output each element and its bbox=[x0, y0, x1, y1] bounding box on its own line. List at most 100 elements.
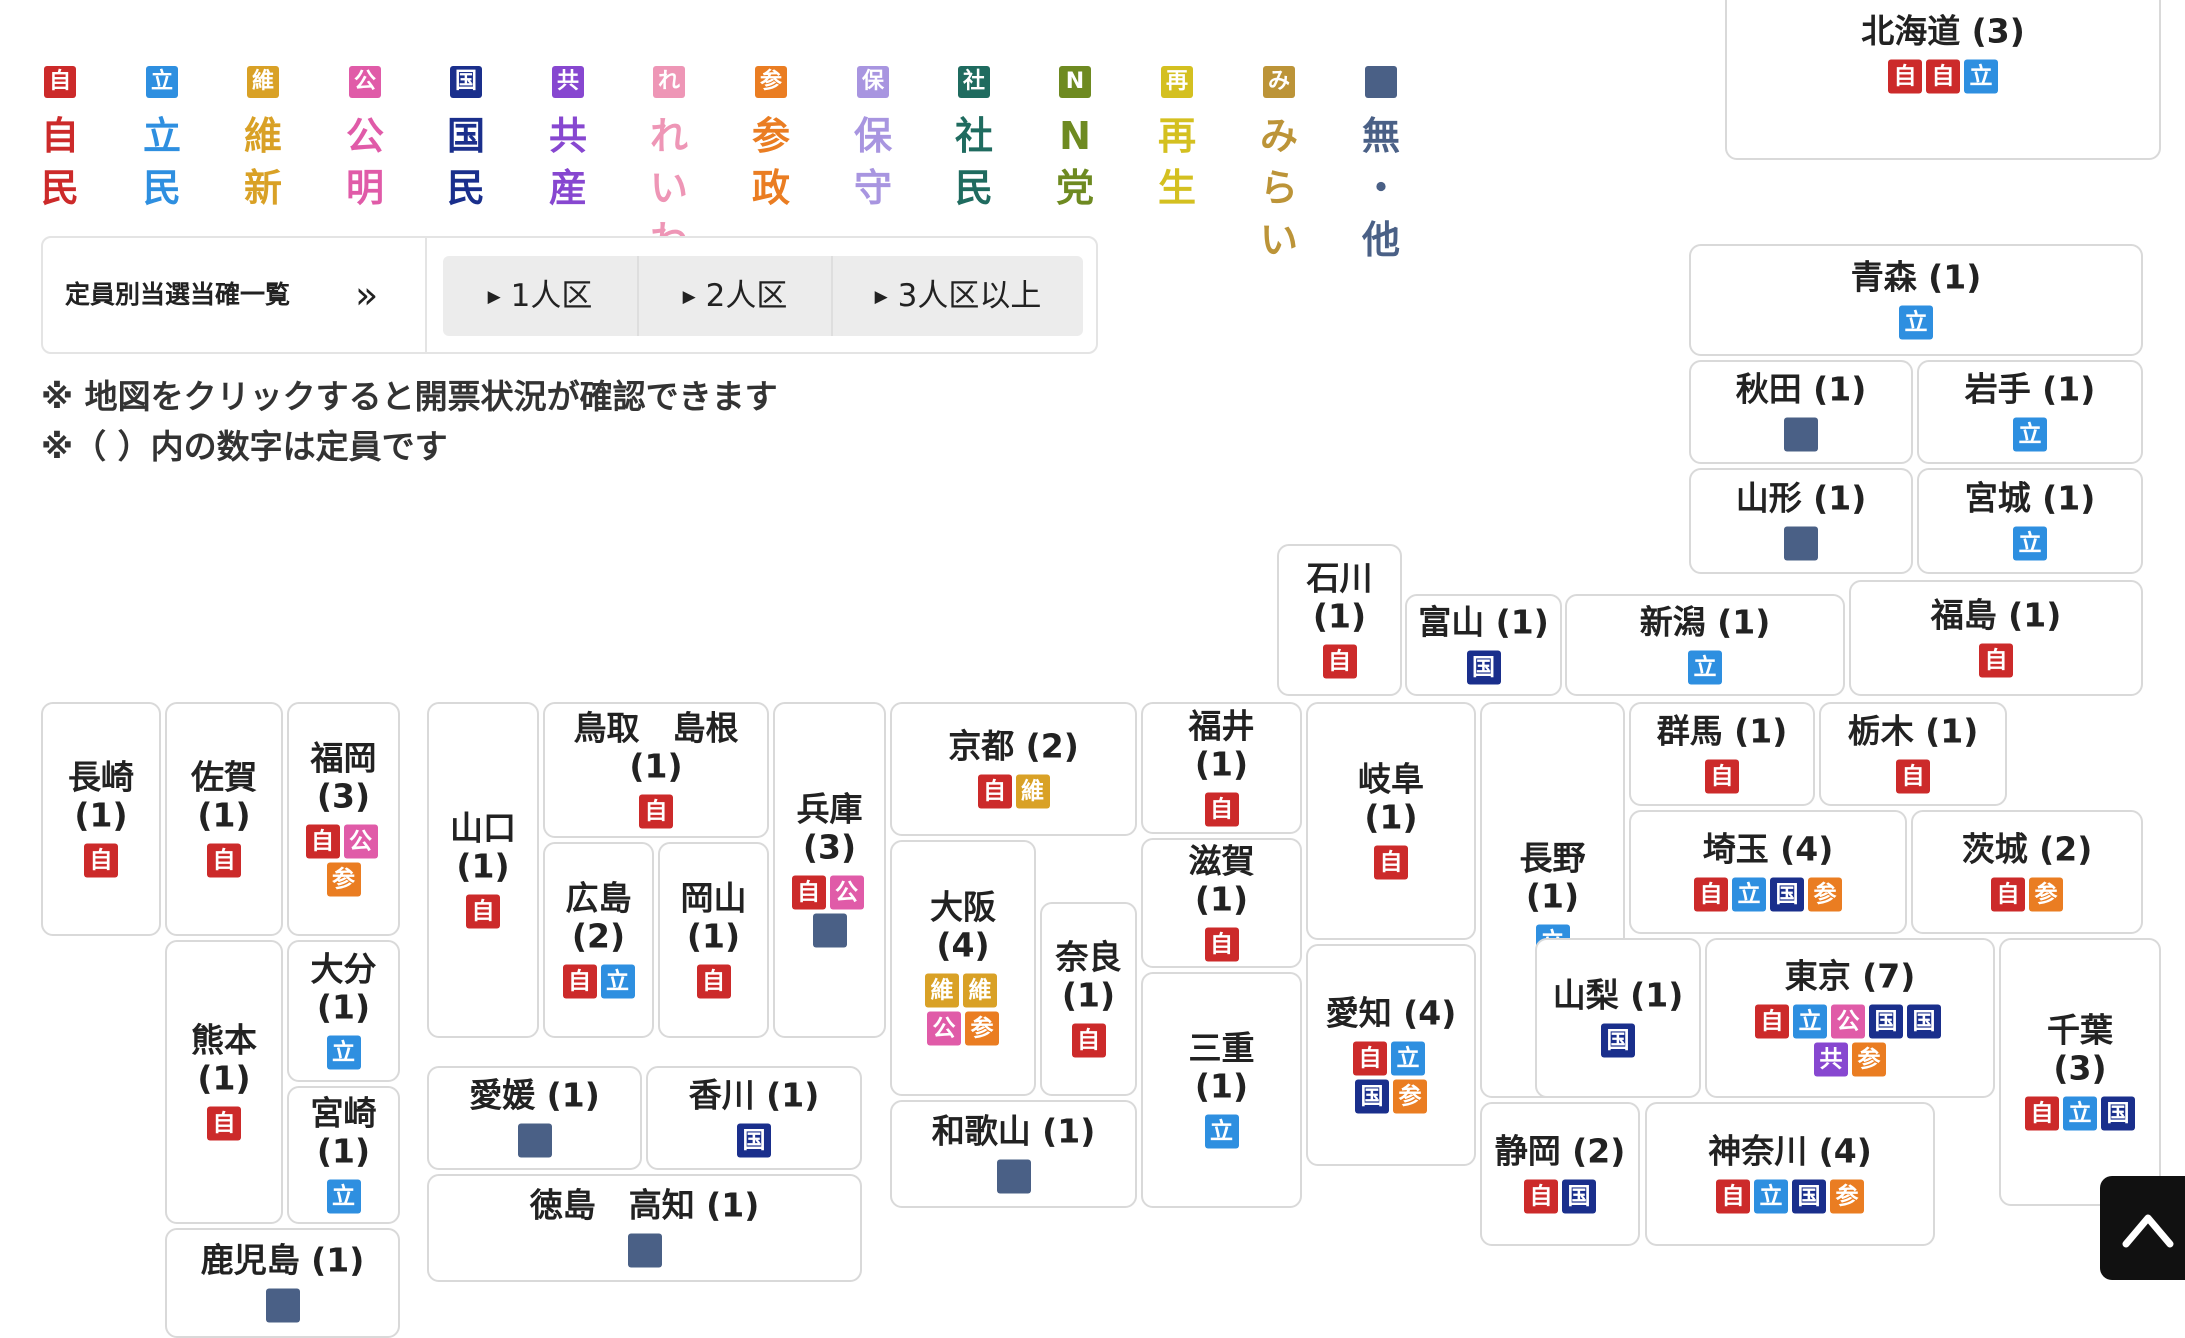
tab-2-seat[interactable]: ▶2人区 bbox=[639, 256, 831, 336]
prefecture-kagoshima[interactable]: 鹿児島 (1) bbox=[165, 1228, 400, 1338]
prefecture-osaka[interactable]: 大阪 (4)維維公参 bbox=[890, 840, 1036, 1096]
prefecture-kagawa[interactable]: 香川 (1)国 bbox=[646, 1066, 862, 1170]
prefecture-content: 千葉 (3)自立国 bbox=[2001, 1011, 2159, 1133]
prefecture-iwate[interactable]: 岩手 (1)立 bbox=[1917, 360, 2143, 464]
prefecture-name: 岡山 (1) bbox=[680, 878, 747, 956]
prefecture-aichi[interactable]: 愛知 (4)自立国参 bbox=[1306, 944, 1476, 1166]
prefecture-content: 宮城 (1)立 bbox=[1919, 479, 2141, 563]
prefecture-kumamoto[interactable]: 熊本 (1)自 bbox=[165, 940, 283, 1224]
winner-badge-sansei: 参 bbox=[1808, 877, 1842, 912]
winner-badges: 自 bbox=[545, 793, 767, 831]
prefecture-mie[interactable]: 三重 (1) 立 bbox=[1141, 972, 1302, 1208]
prefecture-kyoto[interactable]: 京都 (2)自維 bbox=[890, 702, 1137, 836]
prefecture-shiga[interactable]: 滋賀 (1)自 bbox=[1141, 838, 1302, 968]
winner-badges bbox=[892, 1158, 1135, 1196]
prefecture-hyogo[interactable]: 兵庫 (3)自公 bbox=[773, 702, 886, 1038]
prefecture-aomori[interactable]: 青森 (1)立 bbox=[1689, 244, 2143, 356]
prefecture-tokushima_kochi[interactable]: 徳島 高知 (1) bbox=[427, 1174, 862, 1282]
prefecture-name: 神奈川 (4) bbox=[1708, 1131, 1872, 1171]
winner-badges: 立 bbox=[1691, 304, 2141, 342]
winner-badge-sansei: 参 bbox=[2029, 877, 2063, 912]
prefecture-content: 富山 (1)国 bbox=[1407, 602, 1560, 687]
prefecture-name: 新潟 (1) bbox=[1639, 602, 1771, 642]
legend-party-name: 再 生 bbox=[1157, 114, 1196, 210]
winner-badge-dpfp: 国 bbox=[1355, 1079, 1389, 1114]
winner-badge-cdp: 立 bbox=[1204, 1114, 1239, 1149]
prefecture-name: 福井 (1) bbox=[1188, 706, 1255, 784]
winner-badge-ld: 自 bbox=[1322, 644, 1357, 679]
prefecture-content: 茨城 (2)自参 bbox=[1913, 830, 2141, 914]
prefecture-nara[interactable]: 奈良 (1)自 bbox=[1040, 902, 1137, 1096]
prefecture-miyagi[interactable]: 宮城 (1)立 bbox=[1917, 468, 2143, 574]
winner-badges: 自 bbox=[167, 842, 281, 880]
prefecture-name: 富山 (1) bbox=[1418, 602, 1549, 642]
prefecture-content: 佐賀 (1)自 bbox=[167, 758, 281, 880]
prefecture-saitama[interactable]: 埼玉 (4)自立国参 bbox=[1629, 810, 1907, 934]
prefecture-fukushima[interactable]: 福島 (1)自 bbox=[1849, 580, 2143, 696]
winner-badges: 自 bbox=[1143, 926, 1300, 964]
winner-badges: 国 bbox=[1537, 1022, 1699, 1060]
prefecture-content: 兵庫 (3)自公 bbox=[775, 790, 884, 950]
prefecture-tokyo[interactable]: 東京 (7) 自立公国国共参 bbox=[1705, 938, 1995, 1098]
prefecture-tottori_shimane[interactable]: 鳥取 島根 (1)自 bbox=[543, 702, 769, 838]
prefecture-name: 三重 (1) bbox=[1188, 1028, 1255, 1106]
prefecture-niigata[interactable]: 新潟 (1)立 bbox=[1565, 594, 1845, 696]
winner-badges: 自国 bbox=[1482, 1178, 1638, 1216]
tab-1-seat[interactable]: ▶1人区 bbox=[443, 256, 637, 336]
prefecture-ishikawa[interactable]: 石川 (1)自 bbox=[1277, 544, 1402, 696]
prefecture-yamagata[interactable]: 山形 (1) bbox=[1689, 468, 1913, 574]
winner-badge-sansei: 参 bbox=[326, 862, 361, 897]
prefecture-saga[interactable]: 佐賀 (1)自 bbox=[165, 702, 283, 936]
prefecture-yamanashi[interactable]: 山梨 (1)国 bbox=[1535, 938, 1701, 1098]
winner-badges: 自立公国国共参 bbox=[1707, 1003, 1993, 1079]
prefecture-nagasaki[interactable]: 長崎 (1)自 bbox=[41, 702, 161, 936]
prefecture-name: 岩手 (1) bbox=[1964, 369, 2096, 409]
prefecture-name: 愛媛 (1) bbox=[469, 1075, 600, 1115]
prefecture-yamaguchi[interactable]: 山口 (1)自 bbox=[427, 702, 539, 1038]
legend-item-sansei: 参参 政 bbox=[741, 66, 801, 214]
prefecture-content: 香川 (1)国 bbox=[648, 1075, 860, 1160]
prefecture-fukui[interactable]: 福井 (1)自 bbox=[1141, 702, 1302, 834]
prefecture-wakayama[interactable]: 和歌山 (1) bbox=[890, 1100, 1137, 1208]
scroll-to-top-button[interactable] bbox=[2100, 1176, 2185, 1280]
prefecture-okayama[interactable]: 岡山 (1)自 bbox=[658, 842, 769, 1038]
legend-item-dpfp: 国国 民 bbox=[436, 66, 496, 214]
prefecture-akita[interactable]: 秋田 (1) bbox=[1689, 360, 1913, 464]
winner-badge-jcp: 共 bbox=[1814, 1042, 1848, 1077]
prefecture-toyama[interactable]: 富山 (1)国 bbox=[1405, 594, 1562, 696]
prefecture-hiroshima[interactable]: 広島 (2)自立 bbox=[543, 842, 654, 1038]
winner-badges: 自 bbox=[1851, 642, 2141, 680]
prefecture-content: 三重 (1) 立 bbox=[1143, 1028, 1300, 1151]
legend-item-saisei: 再再 生 bbox=[1147, 66, 1207, 214]
legend-party-name: 維 新 bbox=[243, 114, 282, 210]
winner-badges: 立 bbox=[1143, 1113, 1300, 1151]
prefecture-gunma[interactable]: 群馬 (1)自 bbox=[1629, 702, 1815, 806]
prefecture-shizuoka[interactable]: 静岡 (2)自国 bbox=[1480, 1102, 1640, 1246]
prefecture-tochigi[interactable]: 栃木 (1)自 bbox=[1819, 702, 2007, 806]
tab-3plus-seat[interactable]: ▶3人区以上 bbox=[833, 256, 1083, 336]
winner-badges: 自 bbox=[43, 842, 159, 880]
prefecture-name: 愛知 (4) bbox=[1325, 993, 1457, 1033]
winner-badges: 自立国 bbox=[2001, 1095, 2159, 1133]
prefecture-content: 山形 (1) bbox=[1691, 479, 1911, 563]
prefecture-ibaraki[interactable]: 茨城 (2)自参 bbox=[1911, 810, 2143, 934]
prefecture-oita[interactable]: 大分 (1)立 bbox=[287, 940, 400, 1082]
prefecture-name: 東京 (7) bbox=[1784, 956, 1916, 996]
prefecture-chiba[interactable]: 千葉 (3)自立国 bbox=[1999, 938, 2161, 1206]
prefecture-content: 愛知 (4)自立国参 bbox=[1308, 993, 1474, 1116]
prefecture-kanagawa[interactable]: 神奈川 (4)自立国参 bbox=[1645, 1102, 1935, 1246]
prefecture-miyazaki[interactable]: 宮崎 (1)立 bbox=[287, 1086, 400, 1224]
prefecture-ehime[interactable]: 愛媛 (1) bbox=[427, 1066, 642, 1170]
prefecture-content: 広島 (2)自立 bbox=[545, 879, 652, 1001]
prefecture-content: 福岡 (3)自公参 bbox=[289, 739, 398, 899]
legend-badge: 公 bbox=[349, 66, 381, 98]
prefecture-hokkaido[interactable]: 北海道 (3)自自立 bbox=[1725, 0, 2161, 160]
prefecture-gifu[interactable]: 岐阜 (1)自 bbox=[1306, 702, 1476, 940]
winner-badge-dpfp: 国 bbox=[1792, 1179, 1826, 1214]
winner-badges: 自維 bbox=[892, 773, 1135, 811]
prefecture-name: 香川 (1) bbox=[688, 1075, 820, 1115]
prefecture-content: 京都 (2)自維 bbox=[892, 727, 1135, 811]
legend-item-mirai: みみ ら い bbox=[1249, 66, 1309, 266]
prefecture-fukuoka[interactable]: 福岡 (3)自公参 bbox=[287, 702, 400, 936]
prefecture-name: 群馬 (1) bbox=[1656, 711, 1788, 751]
